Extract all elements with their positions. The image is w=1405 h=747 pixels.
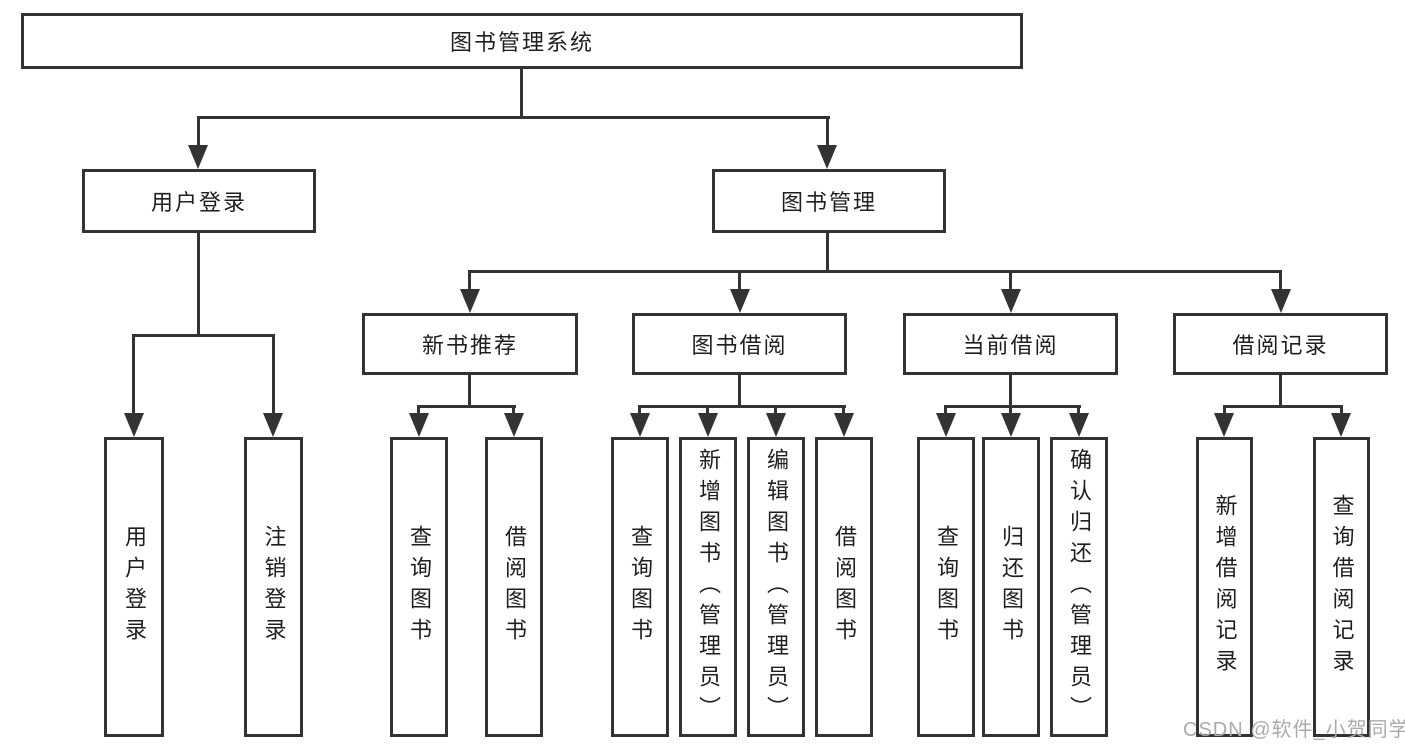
connector-line <box>132 334 275 337</box>
node-label: 新增图书（管理员） <box>696 447 721 727</box>
connector-line <box>512 405 515 416</box>
node-borrowing-records: 借阅记录 <box>1173 313 1388 375</box>
arrow-down-icon <box>1069 413 1089 437</box>
connector-line <box>842 405 845 416</box>
node-label: 确认归还（管理员） <box>1067 447 1092 727</box>
connector-line <box>197 116 200 148</box>
leaf-borrow-books-borrowing: 借阅图书 <box>815 437 873 737</box>
arrow-down-icon <box>1271 289 1291 313</box>
connector-line <box>638 405 846 408</box>
node-book-management-branch: 图书管理 <box>712 169 946 233</box>
leaf-add-borrow-record: 新增借阅记录 <box>1196 437 1253 737</box>
arrow-down-icon <box>766 413 786 437</box>
csdn-watermark: CSDN @软件_小贺同学 <box>1183 719 1405 741</box>
arrow-down-icon <box>188 145 208 169</box>
connector-line <box>1077 405 1080 416</box>
node-current-borrowing: 当前借阅 <box>903 313 1118 375</box>
node-label: 借阅图书 <box>502 525 527 649</box>
arrow-down-icon <box>936 413 956 437</box>
arrow-down-icon <box>504 413 524 437</box>
node-label: 新增借阅记录 <box>1212 494 1238 680</box>
arrow-down-icon <box>1001 413 1021 437</box>
node-label: 编辑图书（管理员） <box>764 447 789 727</box>
node-user-login-branch: 用户登录 <box>82 169 316 233</box>
arrow-down-icon <box>124 413 144 437</box>
arrow-down-icon <box>834 413 854 437</box>
node-new-book-recommendation: 新书推荐 <box>362 313 578 375</box>
connector-line <box>417 405 516 408</box>
connector-line <box>468 270 1282 273</box>
node-label: 借阅记录 <box>1232 333 1329 358</box>
connector-line <box>1223 405 1343 408</box>
node-label: 查询图书 <box>407 525 432 649</box>
connector-line <box>1009 405 1012 416</box>
connector-line <box>132 334 135 415</box>
node-label: 新书推荐 <box>421 333 518 358</box>
node-book-borrowing: 图书借阅 <box>632 313 847 375</box>
leaf-edit-books-admin: 编辑图书（管理员） <box>747 437 805 737</box>
leaf-confirm-return-admin: 确认归还（管理员） <box>1050 437 1108 737</box>
leaf-return-books: 归还图书 <box>982 437 1040 737</box>
connector-line <box>1279 270 1282 293</box>
arrow-down-icon <box>263 413 283 437</box>
arrow-down-icon <box>1001 289 1021 313</box>
connector-line <box>468 375 471 408</box>
connector-line <box>272 334 275 415</box>
connector-line <box>197 233 200 336</box>
leaf-query-books-recommend: 查询图书 <box>390 437 448 737</box>
node-library-management-system: 图书管理系统 <box>21 13 1023 69</box>
connector-line <box>1009 270 1012 293</box>
connector-line <box>706 405 709 416</box>
connector-line <box>197 116 830 119</box>
node-label: 借阅图书 <box>832 525 857 649</box>
connector-line <box>520 69 523 119</box>
connector-line <box>1279 375 1282 408</box>
connector-line <box>738 270 741 293</box>
node-label: 当前借阅 <box>962 333 1059 358</box>
arrow-down-icon <box>730 289 750 313</box>
node-label: 图书借阅 <box>691 333 788 358</box>
node-label: 注销登录 <box>261 525 287 649</box>
connector-line <box>417 405 420 416</box>
connector-line <box>638 405 641 416</box>
arrow-down-icon <box>1214 413 1234 437</box>
arrow-down-icon <box>460 289 480 313</box>
connector-line <box>1340 405 1343 416</box>
connector-line <box>826 116 829 148</box>
connector-line <box>738 375 741 408</box>
arrow-down-icon <box>630 413 650 437</box>
connector-line <box>826 233 829 273</box>
leaf-query-books-current: 查询图书 <box>917 437 975 737</box>
node-label: 查询图书 <box>628 525 653 649</box>
leaf-add-books-admin: 新增图书（管理员） <box>679 437 737 737</box>
arrow-down-icon <box>1331 413 1351 437</box>
arrow-down-icon <box>698 413 718 437</box>
connector-line <box>774 405 777 416</box>
leaf-query-books-borrowing: 查询图书 <box>611 437 669 737</box>
connector-line <box>1223 405 1226 416</box>
connector-line <box>944 405 1081 408</box>
connector-line <box>1009 375 1012 408</box>
node-label: 图书管理系统 <box>449 30 594 55</box>
node-label: 用户登录 <box>150 190 247 215</box>
node-label: 查询借阅记录 <box>1329 494 1355 680</box>
leaf-logout: 注销登录 <box>244 437 303 737</box>
node-label: 查询图书 <box>934 525 959 649</box>
connector-line <box>944 405 947 416</box>
leaf-borrow-books-recommend: 借阅图书 <box>485 437 543 737</box>
arrow-down-icon <box>409 413 429 437</box>
node-label: 用户登录 <box>122 525 147 649</box>
node-label: 图书管理 <box>780 190 877 215</box>
leaf-user-login: 用户登录 <box>104 437 164 737</box>
node-label: 归还图书 <box>999 525 1024 649</box>
leaf-query-borrow-record: 查询借阅记录 <box>1313 437 1370 737</box>
arrow-down-icon <box>817 145 837 169</box>
connector-line <box>468 270 471 293</box>
